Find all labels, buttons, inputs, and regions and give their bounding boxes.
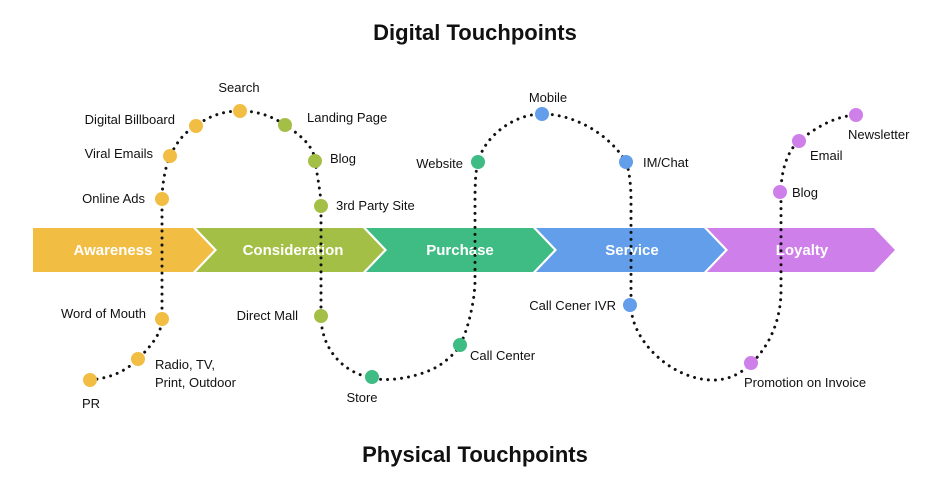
- touchpoint-dot-radio-tv: [131, 352, 145, 366]
- stage-arrow-awareness: [33, 228, 214, 272]
- touchpoint-dot-landing-page: [278, 118, 292, 132]
- touchpoint-label-store: Store: [346, 390, 377, 405]
- touchpoint-dot-search: [233, 104, 247, 118]
- touchpoint-label-direct-mall: Direct Mall: [237, 308, 299, 323]
- stage-arrow-service: [536, 228, 725, 272]
- touchpoint-dot-digital-billboard: [189, 119, 203, 133]
- touchpoint-label-im-chat: IM/Chat: [643, 155, 689, 170]
- stage-label-awareness: Awareness: [74, 242, 153, 259]
- touchpoint-label-pr: PR: [82, 396, 100, 411]
- touchpoint-dot-website: [471, 155, 485, 169]
- touchpoint-label-blog-consideration: Blog: [330, 151, 356, 166]
- title-physical-touchpoints: Physical Touchpoints: [362, 442, 588, 467]
- stage-arrow-purchase: [366, 228, 554, 272]
- touchpoint-label-email: Email: [810, 148, 843, 163]
- touchpoint-dot-mobile: [535, 107, 549, 121]
- touchpoint-label-digital-billboard: Digital Billboard: [85, 112, 175, 127]
- touchpoint-dot-call-center-ivr: [623, 298, 637, 312]
- touchpoint-dot-newsletter: [849, 108, 863, 122]
- touchpoint-label-website: Website: [416, 156, 463, 171]
- touchpoint-dot-viral-emails: [163, 149, 177, 163]
- touchpoint-label-landing-page: Landing Page: [307, 110, 387, 125]
- touchpoint-dot-im-chat: [619, 155, 633, 169]
- touchpoint-dot-third-party-site: [314, 199, 328, 213]
- stage-label-loyalty: Loyalty: [776, 242, 829, 259]
- touchpoint-label-viral-emails: Viral Emails: [85, 146, 154, 161]
- touchpoint-dot-promotion-on-invoice: [744, 356, 758, 370]
- touchpoint-dot-pr: [83, 373, 97, 387]
- touchpoint-label-search: Search: [218, 80, 259, 95]
- stage-arrow-loyalty: [707, 228, 895, 272]
- touchpoint-dot-online-ads: [155, 192, 169, 206]
- journey-stages: Awareness Consideration Purchase Service…: [33, 228, 895, 272]
- touchpoint-label-promotion-on-invoice: Promotion on Invoice: [744, 375, 866, 390]
- title-digital-touchpoints: Digital Touchpoints: [373, 20, 577, 45]
- touchpoint-label-third-party-site: 3rd Party Site: [336, 198, 415, 213]
- touchpoint-dot-call-center: [453, 338, 467, 352]
- touchpoint-label-call-center-ivr: Call Cener IVR: [529, 298, 616, 313]
- touchpoint-label-word-of-mouth: Word of Mouth: [61, 306, 146, 321]
- touchpoint-dot-email: [792, 134, 806, 148]
- touchpoint-dot-blog-consideration: [308, 154, 322, 168]
- touchpoint-label-mobile: Mobile: [529, 90, 567, 105]
- touchpoint-dot-blog-loyalty: [773, 185, 787, 199]
- stage-label-purchase: Purchase: [426, 242, 494, 259]
- touchpoint-label-online-ads: Online Ads: [82, 191, 145, 206]
- stage-label-consideration: Consideration: [243, 242, 344, 259]
- touchpoint-label-call-center: Call Center: [470, 348, 536, 363]
- touchpoint-label-radio-tv-line2: Print, Outdoor: [155, 375, 237, 390]
- touchpoint-dot-store: [365, 370, 379, 384]
- touchpoint-label-blog-loyalty: Blog: [792, 185, 818, 200]
- touchpoint-dot-word-of-mouth: [155, 312, 169, 326]
- stage-label-service: Service: [605, 242, 658, 259]
- touchpoint-dot-direct-mall: [314, 309, 328, 323]
- stage-arrow-consideration: [196, 228, 384, 272]
- touchpoint-label-newsletter: Newsletter: [848, 127, 910, 142]
- touchpoint-label-radio-tv-line1: Radio, TV,: [155, 357, 215, 372]
- touchpoints: PR Radio, TV, Print, Outdoor Word of Mou…: [61, 80, 910, 411]
